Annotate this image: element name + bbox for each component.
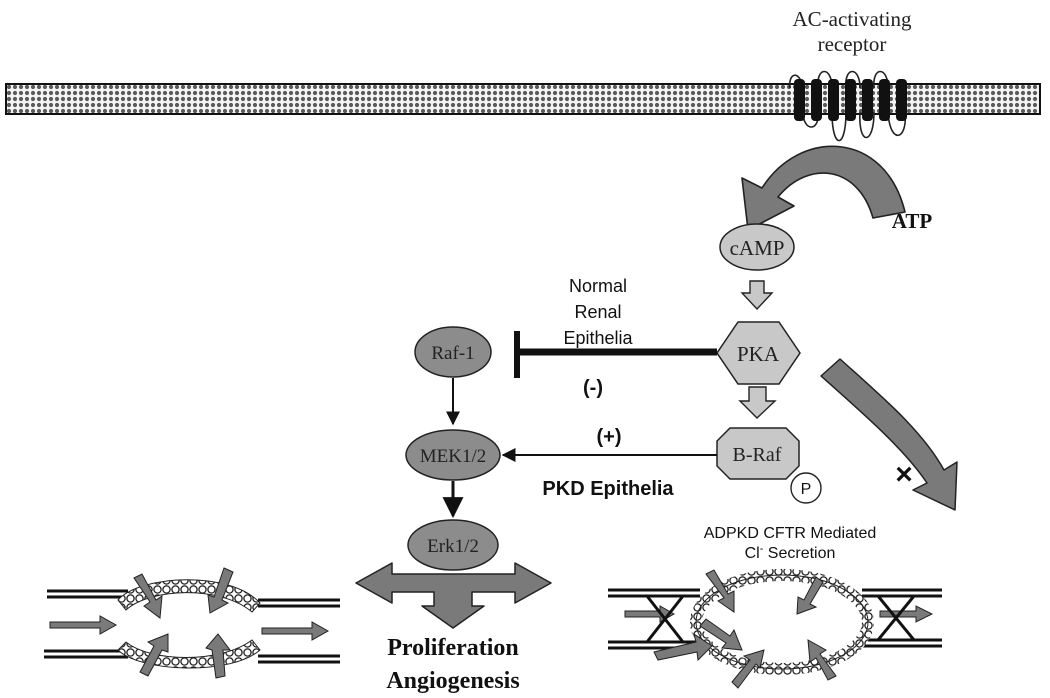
atp-label: ATP: [892, 209, 933, 233]
camp-label: cAMP: [730, 236, 785, 260]
braf-label: B-Raf: [733, 444, 782, 466]
receptor-label-line1: AC-activating: [793, 7, 912, 31]
raf1-label: Raf-1: [431, 343, 474, 364]
cftr-secretion-label-line1: ADPKD CFTR Mediated: [704, 525, 877, 542]
mek-node: [405, 429, 501, 481]
cftr-secretion-label-line2: Cl- Secretion: [745, 543, 836, 562]
normal-renal-label-line1: Normal: [569, 276, 627, 296]
braf-node: [716, 427, 800, 480]
raf1-node: [414, 326, 492, 378]
ac-activating-receptor: [789, 70, 907, 142]
secreting-cyst: [608, 569, 942, 689]
blocked-secretion-arrow: [820, 358, 958, 511]
erk-label: Erk1/2: [427, 536, 479, 557]
erk-node: [407, 519, 499, 571]
negative-sign: (-): [583, 377, 603, 399]
receptor-label-line2: receptor: [818, 32, 887, 56]
mek-label: MEK1/2: [420, 446, 487, 467]
pka-label: PKA: [737, 342, 780, 366]
camp-node: [719, 223, 795, 271]
proliferation-arrow: [355, 562, 552, 629]
normal-renal-label-line2: Renal: [574, 302, 621, 322]
normal-renal-label-line3: Epithelia: [563, 328, 633, 348]
pka-to-braf-arrow: [738, 386, 777, 419]
pkd-epithelia-label: PKD Epithelia: [542, 478, 674, 500]
atp-conversion-arrow: [741, 145, 906, 231]
proliferating-cyst: [44, 567, 340, 679]
proliferation-label: Proliferation: [387, 635, 519, 661]
angiogenesis-label: Angiogenesis: [386, 668, 519, 694]
camp-to-pka-arrow: [740, 280, 774, 311]
blocked-marker: ×: [895, 458, 913, 491]
positive-sign: (+): [597, 426, 622, 448]
phosphate-label: P: [801, 481, 812, 498]
phosphate-marker: [790, 472, 822, 504]
